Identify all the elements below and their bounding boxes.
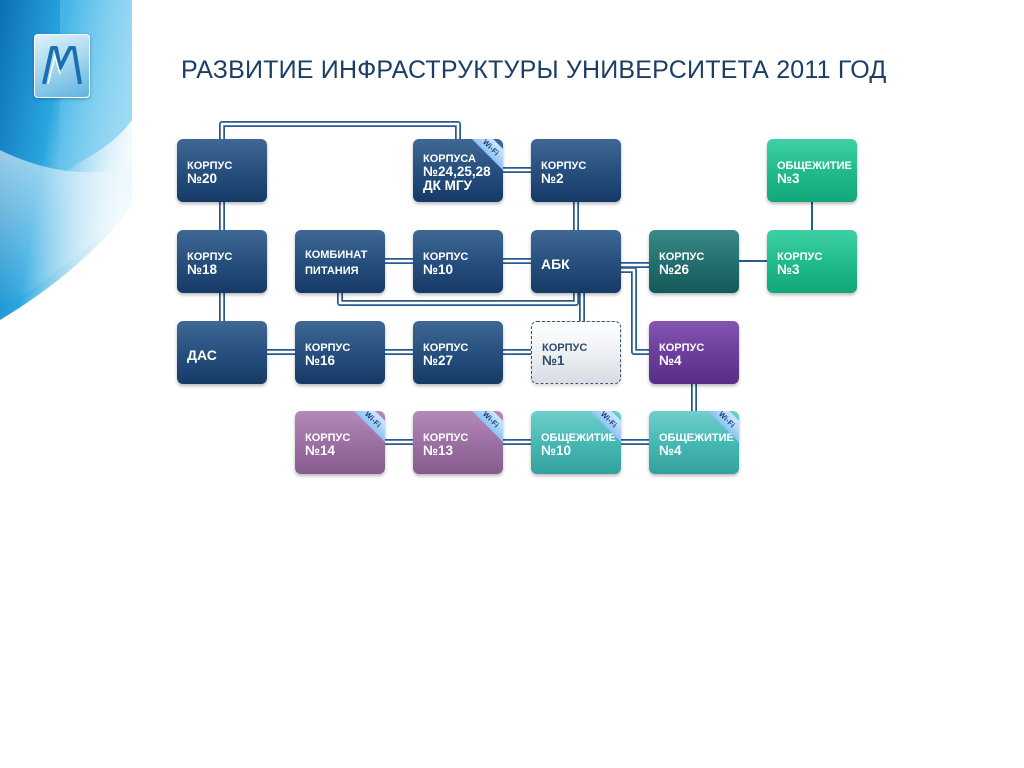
node-label-line: КОРПУС bbox=[777, 251, 823, 263]
node-label-line: КОРПУС bbox=[541, 160, 587, 172]
node-label-line: №26 bbox=[659, 262, 690, 277]
node-label-line: КОРПУС bbox=[659, 342, 705, 354]
node-label-line: КОРПУС bbox=[423, 251, 469, 263]
node-label-line: КОРПУС bbox=[305, 432, 351, 444]
node-label-line: ОБЩЕЖИТИЕ bbox=[659, 432, 734, 444]
node-label-line: КОРПУС bbox=[659, 251, 705, 263]
node-label-line: №4 bbox=[659, 353, 682, 368]
node-label-line: №27 bbox=[423, 353, 454, 368]
node-label-line: №10 bbox=[423, 262, 454, 277]
node-label-line: ПИТАНИЯ bbox=[305, 264, 359, 277]
node-label-line: КОРПУС bbox=[542, 342, 588, 354]
page-title: РАЗВИТИЕ ИНФРАСТРУКТУРЫ УНИВЕРСИТЕТА 201… bbox=[181, 56, 887, 84]
node-label-line: №14 bbox=[305, 443, 336, 458]
link-kombinat-abk-loop bbox=[337, 293, 579, 306]
node-label-line: ДАС bbox=[187, 346, 217, 363]
node-label-line: ДК МГУ bbox=[423, 178, 472, 193]
node-label-line: №18 bbox=[187, 262, 218, 277]
node-label-line: КОРПУСА bbox=[423, 153, 476, 165]
link-korpus20-korpus2428 bbox=[219, 121, 461, 139]
node-label-line: №3 bbox=[777, 262, 800, 277]
node-label-line: №2 bbox=[541, 171, 564, 186]
university-logo bbox=[34, 34, 90, 98]
link-abk-korpus4-inner bbox=[621, 268, 649, 354]
node-label-line: КОРПУС bbox=[187, 160, 233, 172]
node-label-line: №3 bbox=[777, 171, 800, 186]
node-label-line: КОРПУС bbox=[305, 342, 351, 354]
node-label-line: АБК bbox=[541, 255, 570, 272]
node-label-line: №1 bbox=[542, 353, 565, 368]
node-kombinat: КОМБИНАТ ПИТАНИЯ bbox=[295, 230, 385, 293]
node-label-line: ОБЩЕЖИТИЕ bbox=[777, 160, 852, 172]
link-kombinat-abk-loop-inner bbox=[338, 293, 578, 305]
node-label-line: №20 bbox=[187, 171, 218, 186]
node-abk: АБК bbox=[531, 230, 621, 293]
node-label-line: КОРПУС bbox=[423, 432, 469, 444]
link-korpus20-korpus2428-inner bbox=[220, 122, 460, 139]
node-label-line: №16 bbox=[305, 353, 336, 368]
node-label-line: №10 bbox=[541, 443, 572, 458]
node-label-line: №4 bbox=[659, 443, 682, 458]
node-label-line: №24,25,28 bbox=[423, 164, 491, 179]
node-label-line: КОРПУС bbox=[187, 251, 233, 263]
node-label-line: №13 bbox=[423, 443, 454, 458]
node-label-line: КОМБИНАТ bbox=[305, 249, 368, 261]
node-label-line: ОБЩЕЖИТИЕ bbox=[541, 432, 616, 444]
node-das: ДАС bbox=[177, 321, 267, 384]
node-label-line: КОРПУС bbox=[423, 342, 469, 354]
